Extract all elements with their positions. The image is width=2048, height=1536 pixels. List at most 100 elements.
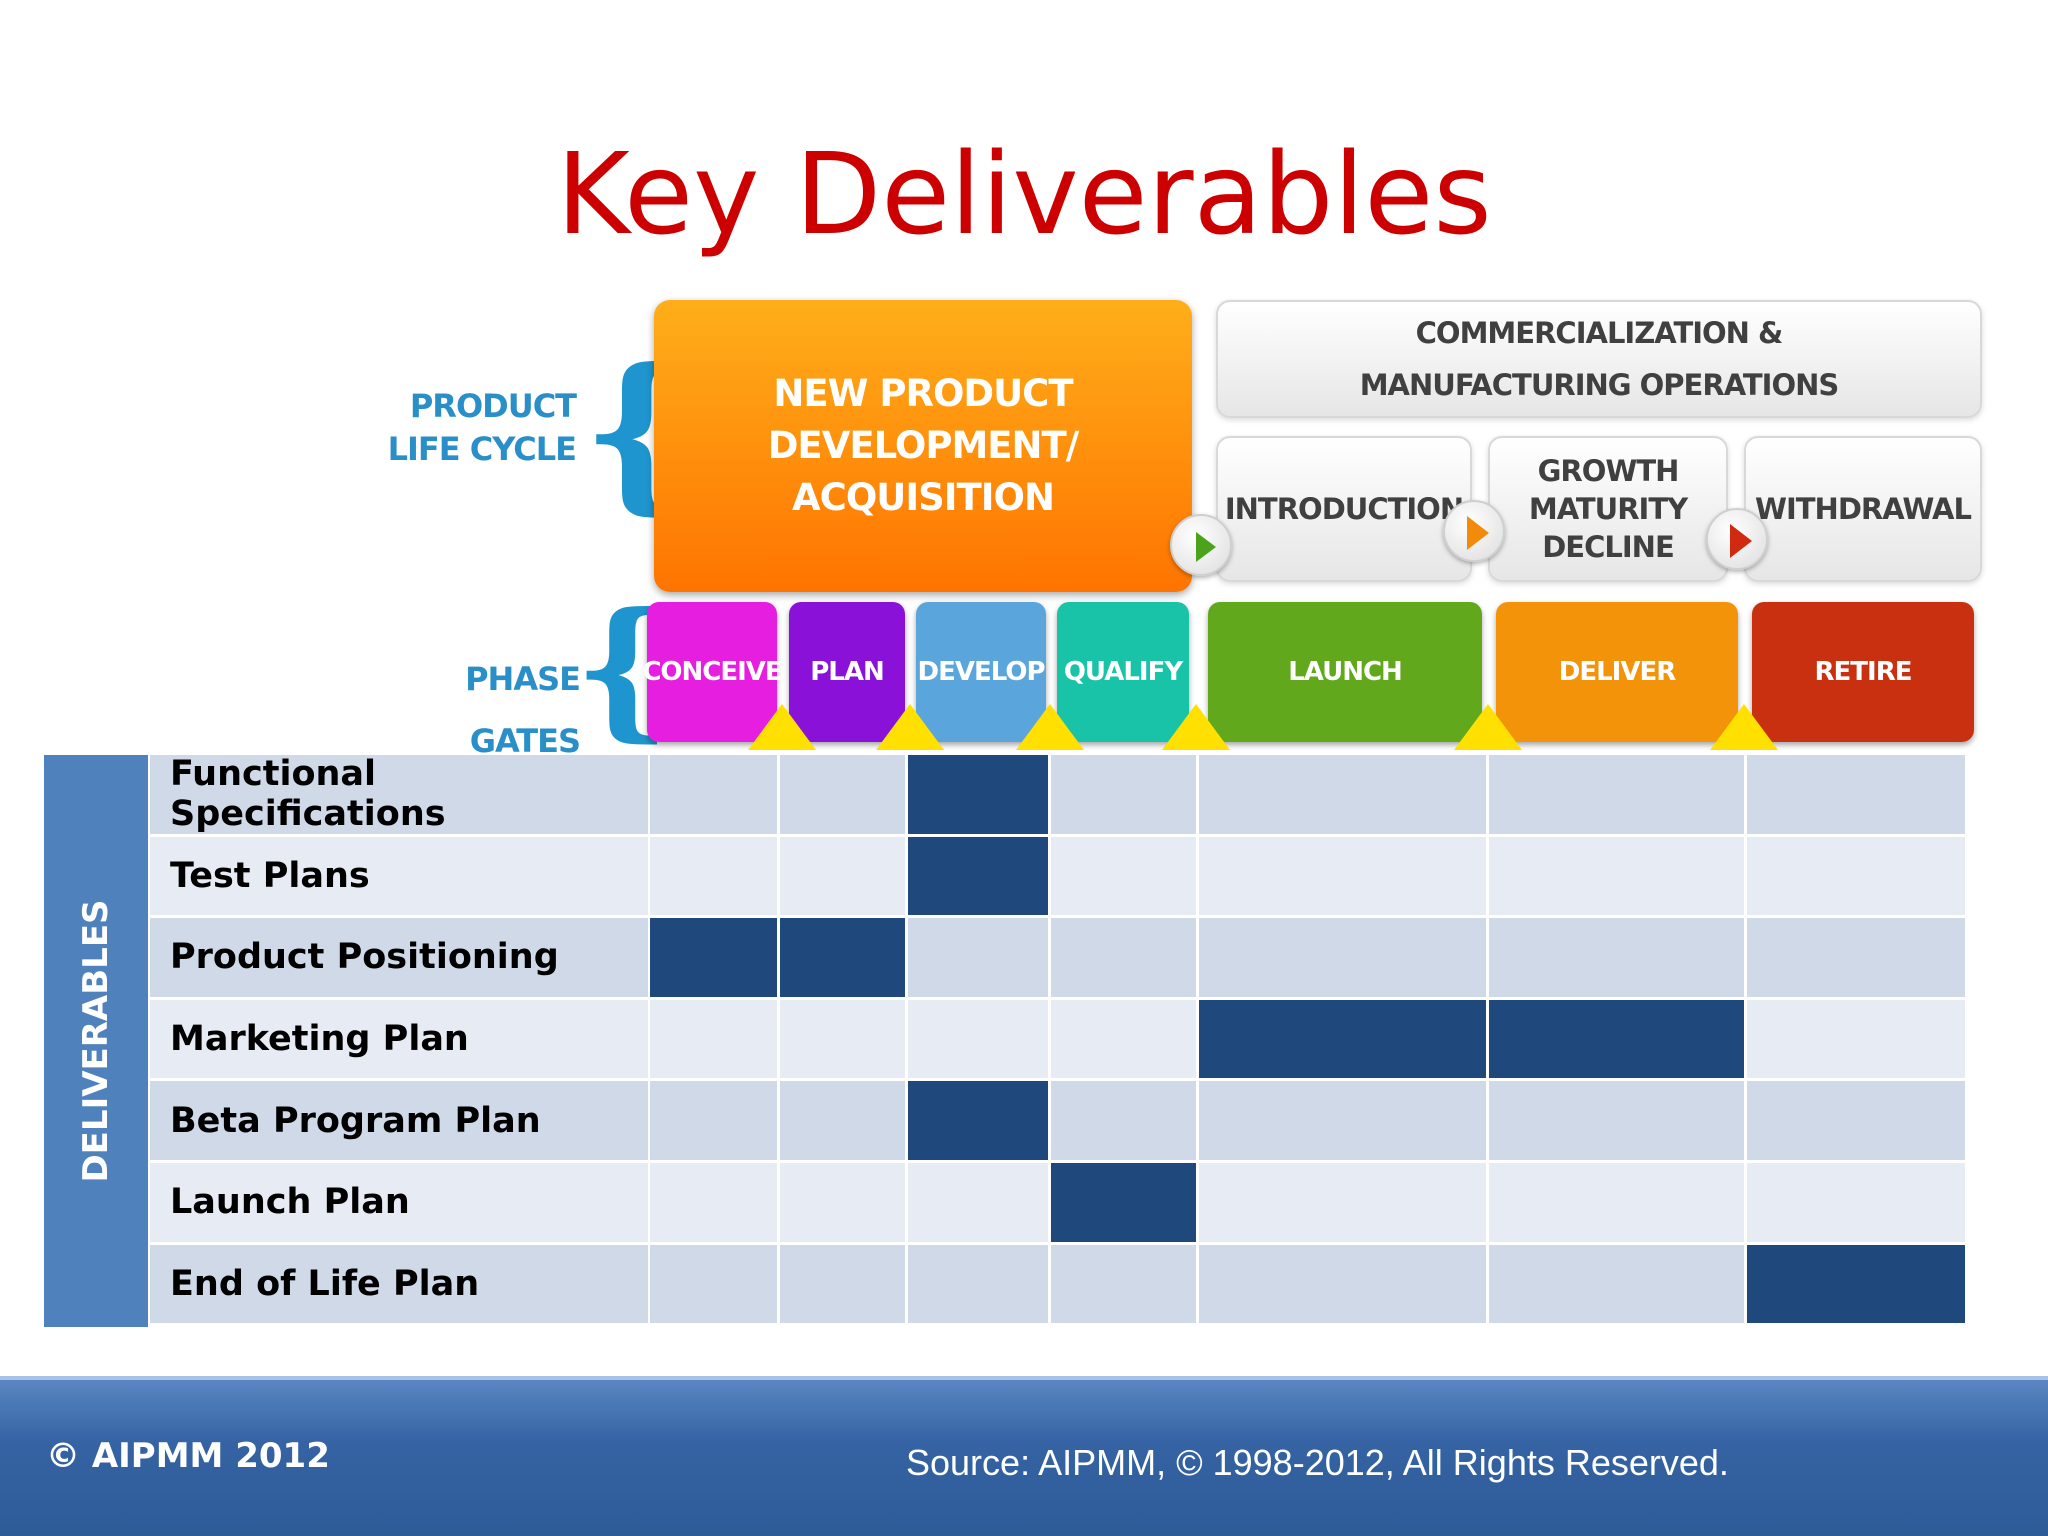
npd-line: DEVELOPMENT/ [767, 424, 1080, 467]
deliverable-row-label: End of Life Plan [150, 1244, 648, 1324]
growth-line: GROWTH [1537, 454, 1680, 488]
deliverable-cell-filled [780, 918, 905, 997]
deliverable-cell [1199, 918, 1486, 997]
gate-triangle-icon [1162, 704, 1230, 750]
deliverable-cell [780, 1081, 905, 1160]
deliverable-cell [780, 755, 905, 834]
phase-label: DEVELOP [917, 657, 1045, 687]
deliverable-cell [650, 1081, 777, 1160]
deliverable-cell [1747, 1163, 1965, 1242]
deliverable-row-label: Test Plans [150, 836, 648, 916]
phase-label: QUALIFY [1063, 657, 1183, 687]
phase-gates-line: GATES [469, 722, 581, 760]
withdrawal-box: WITHDRAWAL [1744, 436, 1982, 582]
deliverable-cell [650, 1163, 777, 1242]
page-title: Key Deliverables [556, 130, 1492, 260]
deliverable-cell [780, 1244, 905, 1324]
deliverable-cell [1489, 1244, 1744, 1324]
deliverable-cell-filled [908, 836, 1048, 916]
commercialization-box: COMMERCIALIZATION & MANUFACTURING OPERAT… [1216, 300, 1982, 418]
phase-gates-label: PHASE GATES [400, 648, 581, 772]
growth-line: MATURITY [1528, 492, 1688, 526]
red-arrow-icon [1706, 508, 1768, 570]
phase-retire: RETIRE [1752, 602, 1974, 742]
deliverable-row-label: Functional Specifications [150, 754, 648, 834]
phase-label: RETIRE [1814, 657, 1913, 687]
deliverable-cell-filled [908, 1081, 1048, 1160]
commercialization-line: MANUFACTURING OPERATIONS [1359, 368, 1840, 402]
deliverable-cell [1489, 918, 1744, 997]
deliverable-cell [1747, 1081, 1965, 1160]
orange-arrow-icon [1443, 500, 1505, 562]
deliverable-cell [650, 1244, 777, 1324]
deliverable-cell [908, 1244, 1048, 1324]
deliverable-cell [780, 999, 905, 1079]
deliverable-cell [1199, 1244, 1486, 1324]
new-product-development-box: NEW PRODUCT DEVELOPMENT/ ACQUISITION [654, 300, 1192, 592]
gate-triangle-icon [748, 704, 816, 750]
deliverable-row-label: Product Positioning [150, 918, 648, 997]
deliverable-cell [650, 836, 777, 916]
deliverables-side-bar: DELIVERABLES [44, 755, 148, 1327]
phase-gates-brace-icon: { [574, 580, 671, 756]
deliverable-cell [1051, 1081, 1196, 1160]
source-text: Source: AIPMM, © 1998-2012, All Rights R… [906, 1442, 1729, 1483]
deliverable-cell-filled [1747, 1244, 1965, 1324]
npd-line: ACQUISITION [792, 476, 1055, 519]
deliverable-cell [1489, 755, 1744, 834]
phase-label: DELIVER [1558, 657, 1676, 687]
deliverable-cell [1747, 999, 1965, 1079]
deliverable-cell [780, 1163, 905, 1242]
withdrawal-label: WITHDRAWAL [1755, 492, 1972, 526]
phase-label: LAUNCH [1288, 657, 1403, 687]
footer-bar [0, 1376, 2048, 1536]
deliverable-cell [1051, 918, 1196, 997]
deliverable-cell [908, 1163, 1048, 1242]
deliverable-cell [1051, 755, 1196, 834]
gate-triangle-icon [876, 704, 944, 750]
deliverable-cell [650, 755, 777, 834]
deliverable-cell [1051, 836, 1196, 916]
deliverable-cell [1051, 999, 1196, 1079]
deliverable-row-label: Marketing Plan [150, 999, 648, 1079]
product-life-cycle-label: PRODUCT LIFE CYCLE [380, 385, 577, 471]
phase-launch: LAUNCH [1208, 602, 1482, 742]
deliverable-cell [1199, 1163, 1486, 1242]
deliverable-cell-filled [650, 918, 777, 997]
deliverable-cell [1199, 755, 1486, 834]
deliverable-cell [1747, 836, 1965, 916]
green-arrow-icon [1170, 514, 1232, 576]
deliverable-cell-filled [908, 755, 1048, 834]
deliverable-cell [1747, 918, 1965, 997]
growth-line: DECLINE [1542, 530, 1675, 564]
deliverable-cell [908, 999, 1048, 1079]
copyright-text: © AIPMM 2012 [46, 1436, 330, 1476]
deliverable-cell [1199, 836, 1486, 916]
phase-gates-line: PHASE [465, 660, 581, 698]
deliverables-label: DELIVERABLES [76, 899, 116, 1183]
product-life-cycle-line: PRODUCT [409, 387, 577, 425]
deliverable-cell [1489, 1163, 1744, 1242]
gate-triangle-icon [1454, 704, 1522, 750]
deliverable-row-label: Beta Program Plan [150, 1081, 648, 1160]
life-cycle-brace-icon: { [582, 331, 692, 531]
deliverable-cell [1489, 1081, 1744, 1160]
phase-label: CONCEIVE [642, 657, 782, 687]
commercialization-line: COMMERCIALIZATION & [1415, 316, 1784, 350]
phase-label: PLAN [810, 657, 885, 687]
growth-maturity-decline-box: GROWTH MATURITY DECLINE [1488, 436, 1728, 582]
deliverable-cell [1489, 836, 1744, 916]
deliverable-cell [650, 999, 777, 1079]
npd-line: NEW PRODUCT [773, 372, 1073, 415]
deliverable-cell [1051, 1244, 1196, 1324]
deliverable-cell-filled [1489, 999, 1744, 1079]
gate-triangle-icon [1016, 704, 1084, 750]
gate-triangle-icon [1710, 704, 1778, 750]
introduction-label: INTRODUCTION [1224, 492, 1464, 526]
deliverable-cell [1747, 755, 1965, 834]
deliverable-row-label: Launch Plan [150, 1163, 648, 1242]
deliverable-cell [908, 918, 1048, 997]
introduction-box: INTRODUCTION [1216, 436, 1472, 582]
deliverable-cell-filled [1199, 999, 1486, 1079]
product-life-cycle-line: LIFE CYCLE [387, 430, 577, 468]
